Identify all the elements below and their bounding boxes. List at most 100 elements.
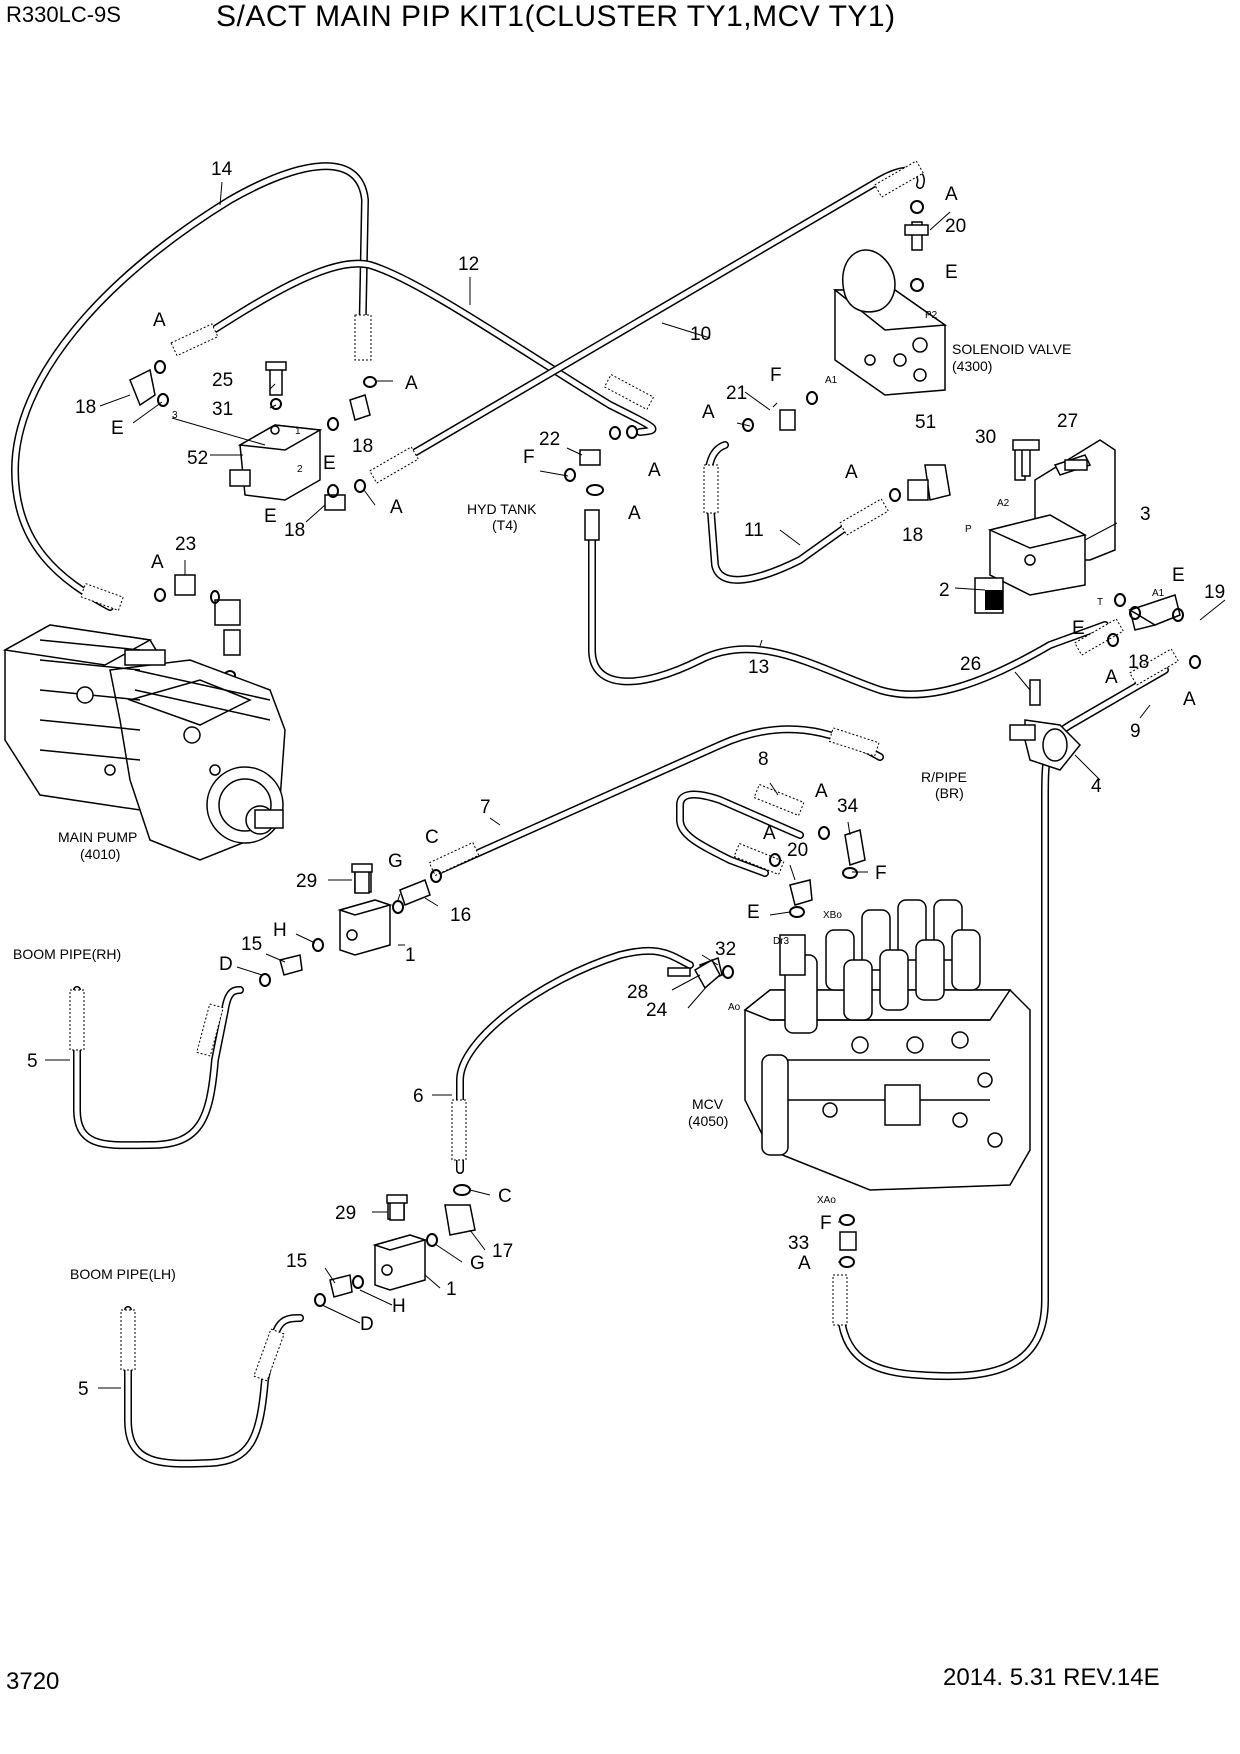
hyd-tank-label: HYD TANK [467,501,537,517]
callout-A: A [945,184,958,205]
port-label: A1 [1152,588,1165,599]
component-labels: SOLENOID VALVE (4300) HYD TANK (T4) MAIN… [13,341,1071,1282]
callout-A: A [628,503,641,524]
page-title: S/ACT MAIN PIP KIT1(CLUSTER TY1,MCV TY1) [216,0,896,33]
callout-E: E [264,506,277,527]
callout-10: 10 [690,324,711,345]
solenoid-valve-4300 [832,200,948,396]
port-label: P [965,524,972,535]
callout-13: 13 [748,657,769,678]
main-pump-code: (4010) [80,846,120,862]
callout-16: 16 [450,905,471,926]
callout-C: C [425,827,439,848]
callout-F: F [875,863,887,884]
callout-E: E [323,453,336,474]
port-labels: P2 A1 A2 P A1 T 3 1 2 XBo Dr3 Ao XAo [172,310,1165,1206]
callout-20: 20 [945,216,966,237]
mcv-spools [779,899,981,1034]
port-label: 3 [172,410,178,421]
manifold-block-52 [229,361,323,501]
callout-F: F [523,447,535,468]
callout-32: 32 [715,939,736,960]
port-label: XBo [823,910,842,921]
callout-52: 52 [187,448,208,469]
tee-block-1-lower [372,1234,428,1291]
port-label: 1 [295,426,301,437]
callout-12: 12 [458,254,479,275]
callout-A: A [702,402,715,423]
mcv-label: MCV [692,1096,724,1112]
callout-A: A [1105,667,1118,688]
main-pump-4010 [2,624,286,861]
callout-18: 18 [352,436,373,457]
callout-E: E [747,902,760,923]
callout-18: 18 [284,520,305,541]
callout-18: 18 [75,397,96,418]
callout-33: 33 [788,1233,809,1254]
callout-C: C [498,1186,512,1207]
callout-5: 5 [27,1051,38,1072]
callout-D: D [360,1314,374,1335]
callout-15: 15 [286,1251,307,1272]
port-label: 2 [297,464,303,475]
mcv-4050 [743,899,1031,1191]
callout-18: 18 [902,525,923,546]
callout-9: 9 [1130,721,1141,742]
port-label: XAo [817,1195,836,1206]
callout-1: 1 [446,1279,457,1300]
callout-2: 2 [939,580,950,601]
callout-H: H [392,1296,406,1317]
port-label: A1 [825,375,838,386]
callout-A: A [390,497,403,518]
callout-21: 21 [726,383,747,404]
boom-pipe-rh-label: BOOM PIPE(RH) [13,946,121,962]
callout-20: 20 [787,840,808,861]
boom-pipe-lh-label: BOOM PIPE(LH) [70,1266,176,1282]
callout-18: 18 [1128,652,1149,673]
solenoid-valve-label: SOLENOID VALVE [952,341,1071,357]
callout-28: 28 [627,982,648,1003]
mcv-code: (4050) [688,1113,728,1129]
callout-G: G [388,851,403,872]
callout-A: A [1183,689,1196,710]
model-number: R330LC-9S [6,2,121,27]
pipe-7 [436,725,884,874]
r-pipe-label: R/PIPE [921,769,967,785]
callout-A: A [845,462,858,483]
callout-22: 22 [539,429,560,450]
callout-A: A [151,552,164,573]
callout-A: A [763,823,776,844]
manifold-block-3 [924,439,1116,614]
callout-26: 26 [960,654,981,675]
callout-8: 8 [758,749,769,770]
callout-A: A [815,781,828,802]
callout-E: E [1172,565,1185,586]
callout-17: 17 [492,1241,513,1262]
callout-E: E [945,262,958,283]
revision-date: 2014. 5.31 REV.14E [943,1664,1160,1691]
callout-6: 6 [413,1086,424,1107]
callout-34: 34 [837,796,859,817]
callout-15: 15 [241,934,262,955]
callout-23: 23 [175,534,196,555]
callout-14: 14 [211,159,233,180]
callout-E: E [1072,618,1085,639]
callouts: 14 12 10 A 20 E A 25 31 A 18 E 18 52 E E… [27,159,1225,1400]
tee-block-1-upper [337,899,393,956]
callout-51: 51 [915,412,936,433]
solenoid-valve-code: (4300) [952,358,992,374]
bolts [351,439,1088,1221]
callout-11: 11 [744,520,764,541]
clamp-4 [1009,719,1082,771]
callout-19: 19 [1204,582,1225,603]
callout-H: H [273,920,287,941]
callout-7: 7 [480,797,491,818]
callout-25: 25 [212,370,233,391]
port-label: T [1097,597,1103,608]
callout-31: 31 [212,399,233,420]
leader-lines [45,181,1226,1389]
callout-27: 27 [1057,411,1078,432]
callout-1: 1 [405,945,416,966]
port-label: Ao [728,1002,741,1013]
